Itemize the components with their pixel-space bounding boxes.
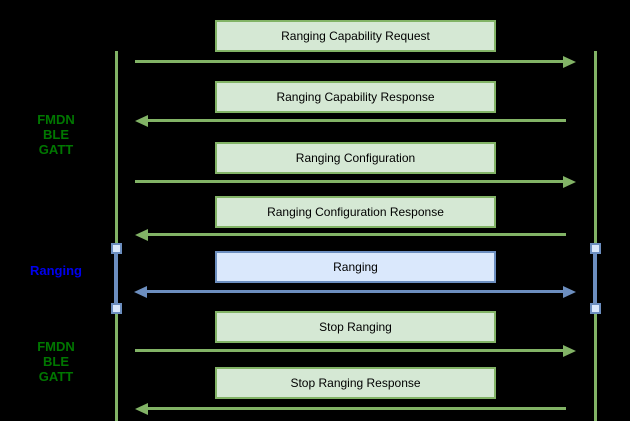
arrowhead-left-icon — [135, 403, 148, 415]
arrowhead-right-icon — [563, 176, 576, 188]
phase-label-fmdn-ble-gatt-bottom: FMDN BLE GATT — [10, 339, 102, 384]
arrow-shaft — [135, 349, 564, 352]
endpoint-handle-left-bottom — [111, 303, 122, 314]
arrow-ranging-capability-request — [135, 56, 576, 68]
endpoint-handle-right-top — [590, 243, 601, 254]
arrow-ranging-capability-response — [135, 115, 566, 127]
arrow-shaft — [147, 407, 566, 410]
arrowhead-right-icon — [563, 286, 576, 298]
endpoint-handle-left-top — [111, 243, 122, 254]
phase-label-fmdn-ble-gatt-top: FMDN BLE GATT — [10, 112, 102, 157]
arrowhead-left-icon — [134, 286, 147, 298]
arrow-shaft — [135, 180, 564, 183]
message-label: Stop Ranging Response — [290, 376, 421, 390]
arrow-ranging-configuration-response — [135, 229, 566, 241]
message-box-stop-ranging-response: Stop Ranging Response — [215, 367, 496, 399]
message-box-stop-ranging: Stop Ranging — [215, 311, 496, 343]
arrow-stop-ranging — [135, 345, 576, 357]
phase-label-line: BLE — [43, 127, 69, 142]
arrow-ranging-bidirectional — [134, 286, 576, 298]
message-label: Ranging Capability Request — [281, 29, 430, 43]
phase-label-line: FMDN — [37, 112, 75, 127]
arrow-shaft — [147, 119, 566, 122]
lifeline-right — [594, 51, 597, 421]
phase-label-line: BLE — [43, 354, 69, 369]
arrow-shaft — [146, 290, 564, 293]
message-label: Ranging — [333, 260, 378, 274]
phase-label-line: GATT — [38, 369, 74, 384]
arrowhead-right-icon — [563, 56, 576, 68]
message-label: Ranging Configuration Response — [267, 205, 444, 219]
phase-label-line: Ranging — [30, 263, 82, 278]
message-box-ranging-capability-response: Ranging Capability Response — [215, 81, 496, 113]
ranging-span-right — [593, 248, 597, 309]
message-box-ranging-configuration-response: Ranging Configuration Response — [215, 196, 496, 228]
message-label: Stop Ranging — [319, 320, 392, 334]
message-label: Ranging Capability Response — [276, 90, 435, 104]
phase-label-ranging: Ranging — [10, 263, 102, 278]
arrowhead-left-icon — [135, 115, 148, 127]
message-box-ranging-capability-request: Ranging Capability Request — [215, 20, 496, 52]
message-label: Ranging Configuration — [295, 151, 416, 165]
arrow-shaft — [135, 60, 564, 63]
arrow-stop-ranging-response — [135, 403, 566, 415]
arrowhead-left-icon — [135, 229, 148, 241]
arrowhead-right-icon — [563, 345, 576, 357]
message-box-ranging: Ranging — [215, 251, 496, 283]
arrow-ranging-configuration — [135, 176, 576, 188]
message-box-ranging-configuration: Ranging Configuration — [215, 142, 496, 174]
endpoint-handle-right-bottom — [590, 303, 601, 314]
ranging-span-left — [114, 248, 118, 309]
phase-label-line: GATT — [38, 142, 74, 157]
lifeline-left — [115, 51, 118, 421]
phase-label-line: FMDN — [37, 339, 75, 354]
arrow-shaft — [147, 233, 566, 236]
